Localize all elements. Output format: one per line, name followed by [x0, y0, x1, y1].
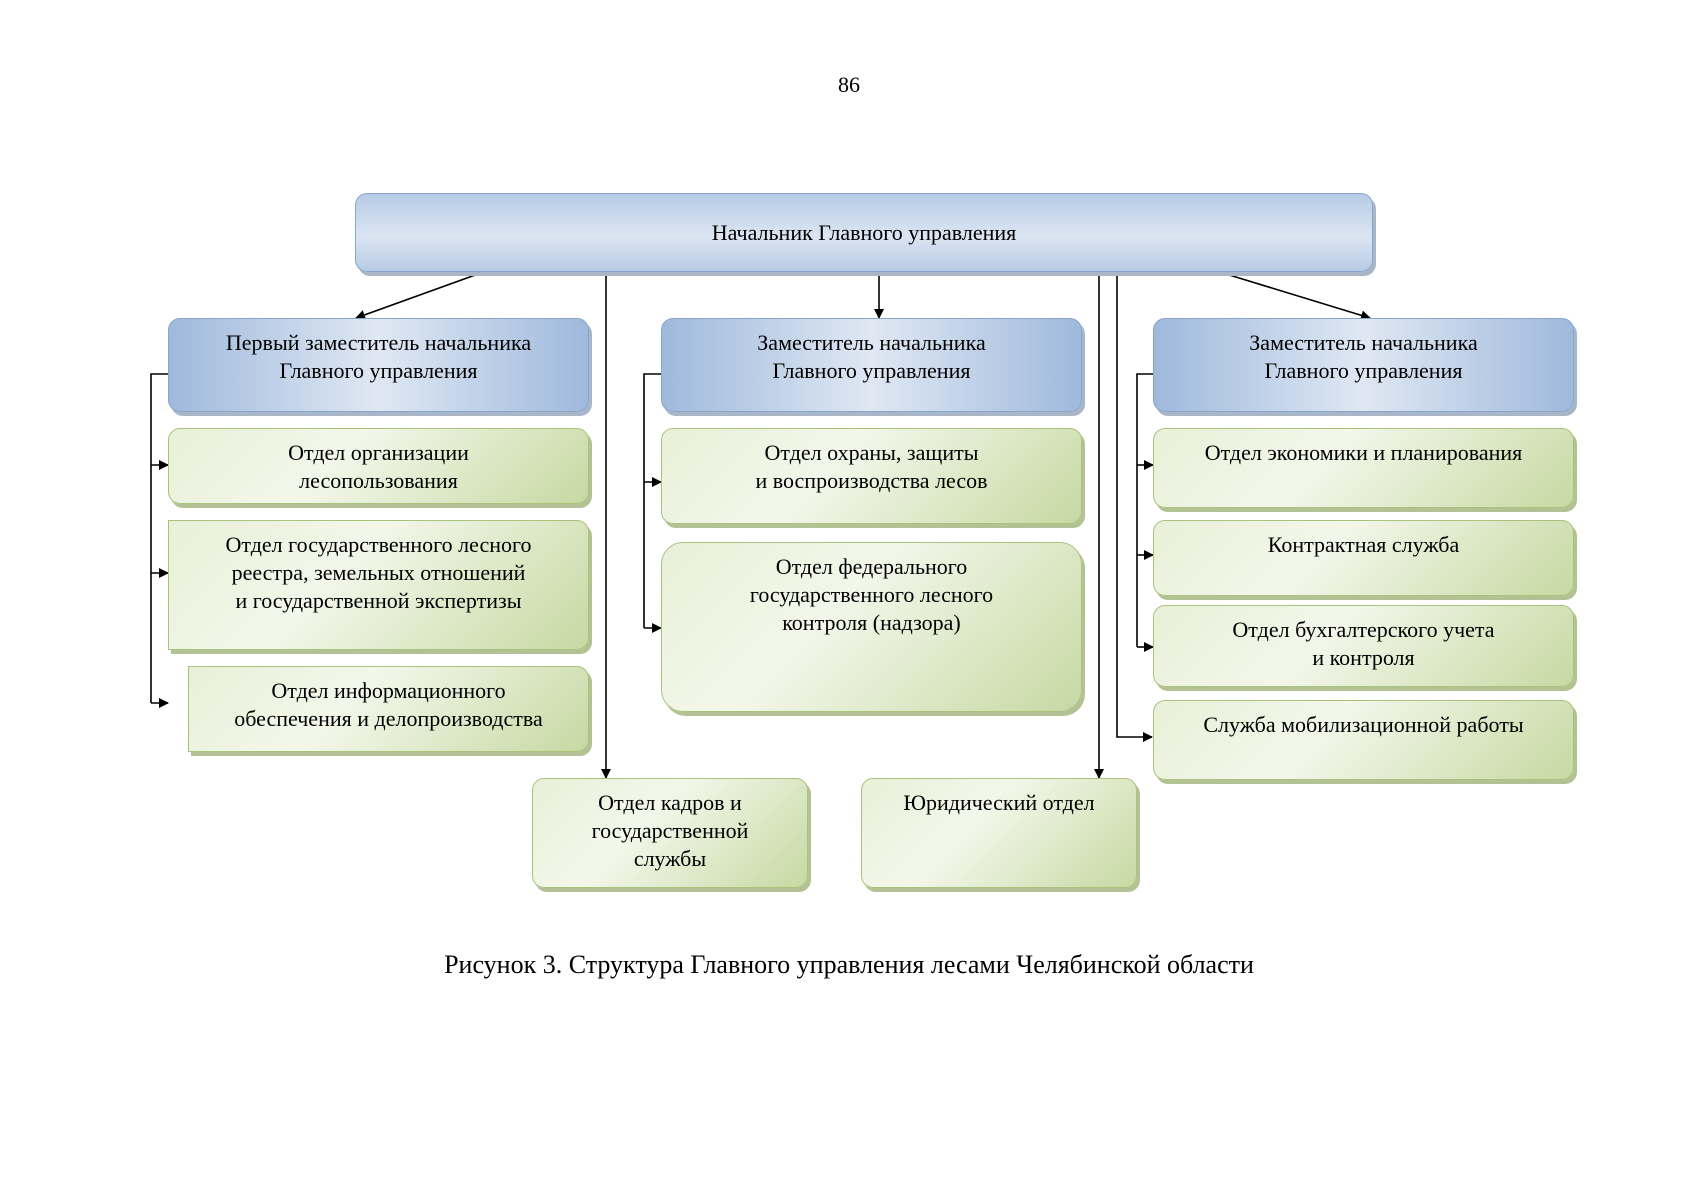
- right-dept-3-box: Отдел бухгалтерского учета и контроля: [1153, 605, 1574, 687]
- middle-dept-1-label: Отдел охраны, защиты и воспроизводства л…: [755, 440, 988, 493]
- left-dept-2-label: Отдел государственного лесного реестра, …: [225, 532, 532, 613]
- page-number: 86: [838, 72, 860, 97]
- right-dept-1-box: Отдел экономики и планирования: [1153, 428, 1574, 508]
- bracket-deputy-2: [643, 373, 661, 628]
- right-dept-2-box: Контрактная служба: [1153, 520, 1574, 596]
- left-dept-2-box: Отдел государственного лесного реестра, …: [168, 520, 589, 650]
- deputy-1-box: Первый заместитель начальника Главного у…: [168, 318, 589, 412]
- right-dept-1-label: Отдел экономики и планирования: [1204, 440, 1523, 465]
- bracket-deputy-3: [1136, 373, 1153, 647]
- bracket-deputy-1: [150, 373, 168, 703]
- middle-dept-2-label: Отдел федерального государственного лесн…: [749, 554, 994, 635]
- head-box: Начальник Главного управления: [355, 193, 1373, 272]
- left-dept-1-box: Отдел организации лесопользования: [168, 428, 589, 504]
- left-dept-1-label: Отдел организации лесопользования: [288, 440, 469, 493]
- deputy-3-label: Заместитель начальника Главного управлен…: [1249, 330, 1478, 383]
- right-dept-4-box: Служба мобилизационной работы: [1153, 700, 1574, 780]
- figure-caption: Рисунок 3. Структура Главного управления…: [444, 950, 1254, 979]
- head-label: Начальник Главного управления: [711, 219, 1017, 245]
- deputy-2-label: Заместитель начальника Главного управлен…: [757, 330, 986, 383]
- right-dept-2-label: Контрактная служба: [1267, 532, 1460, 557]
- left-dept-3-box: Отдел информационного обеспечения и дело…: [188, 666, 589, 752]
- legal-dept-box: Юридический отдел: [861, 778, 1137, 888]
- middle-dept-1-box: Отдел охраны, защиты и воспроизводства л…: [661, 428, 1082, 524]
- hr-dept-label: Отдел кадров и государственной службы: [591, 790, 749, 871]
- right-dept-3-label: Отдел бухгалтерского учета и контроля: [1232, 617, 1495, 670]
- deputy-3-box: Заместитель начальника Главного управлен…: [1153, 318, 1574, 412]
- arrow-head-to-deputy-1: [355, 273, 479, 320]
- middle-dept-2-box: Отдел федерального государственного лесн…: [661, 542, 1082, 712]
- legal-dept-label: Юридический отдел: [903, 790, 1095, 815]
- deputy-2-box: Заместитель начальника Главного управлен…: [661, 318, 1082, 412]
- arrow-head-to-mobilization: [1116, 274, 1153, 742]
- hr-dept-box: Отдел кадров и государственной службы: [532, 778, 808, 888]
- right-dept-4-label: Служба мобилизационной работы: [1203, 712, 1524, 737]
- deputy-1-label: Первый заместитель начальника Главного у…: [225, 330, 532, 383]
- left-dept-3-label: Отдел информационного обеспечения и дело…: [234, 678, 543, 731]
- arrow-head-to-deputy-3: [1225, 273, 1371, 321]
